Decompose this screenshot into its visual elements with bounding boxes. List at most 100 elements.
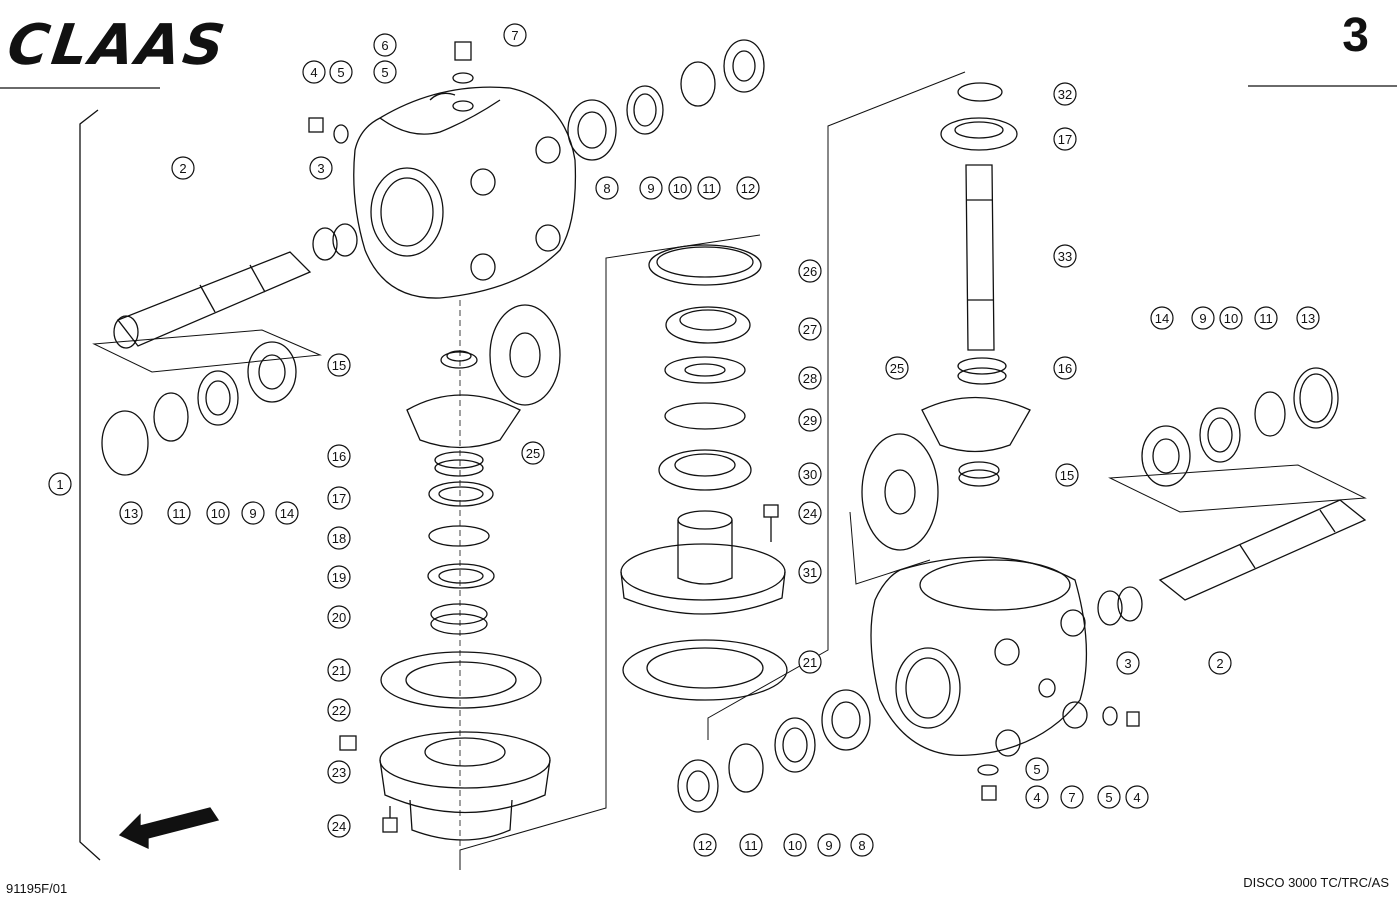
callout-label: 31: [803, 565, 817, 580]
callout-c-4b: 4: [1025, 785, 1049, 809]
callout-label: 4: [1133, 790, 1140, 805]
callout-circle: [595, 176, 619, 200]
callout-circle: [327, 353, 351, 377]
shaft-group-bracket-right: [1108, 464, 1367, 513]
column-divider-left: [459, 234, 761, 870]
callout-c-15b: 15: [1055, 463, 1079, 487]
callout-label: 8: [858, 838, 865, 853]
callout-c-14a: 14: [275, 501, 299, 525]
callout-label: 24: [803, 506, 817, 521]
callout-circle: [171, 156, 195, 180]
bearing-8-top: [567, 99, 617, 161]
callout-label: 24: [332, 819, 346, 834]
callout-circle: [1053, 82, 1077, 106]
callout-c-7a: 7: [503, 23, 527, 47]
callout-label: 33: [1058, 249, 1072, 264]
callout-c-20: 20: [327, 605, 351, 629]
callout-label: 27: [803, 322, 817, 337]
callout-circle: [798, 462, 822, 486]
callout-c-12a: 12: [736, 176, 760, 200]
callout-c-6: 6: [373, 33, 397, 57]
callout-label: 7: [511, 28, 518, 43]
callout-c-16a: 16: [327, 444, 351, 468]
callout-c-9d: 9: [817, 833, 841, 857]
callout-label: 25: [526, 446, 540, 461]
callout-circle: [1116, 651, 1140, 675]
bolt-24-left: [382, 806, 398, 833]
shaft-33: [965, 164, 995, 351]
callout-circle: [850, 833, 874, 857]
page-number: 3: [1342, 9, 1369, 62]
callout-circle: [1053, 127, 1077, 151]
callout-label: 20: [332, 610, 346, 625]
circlip-18: [428, 525, 490, 547]
shaft-group-bracket-left: [92, 329, 322, 373]
nut-15-left: [440, 350, 478, 369]
callout-label: 11: [1259, 311, 1273, 326]
callout-c-17a: 17: [327, 486, 351, 510]
callout-c-11d: 11: [739, 833, 763, 857]
circlip-11-right: [1254, 391, 1286, 437]
callout-circle: [327, 444, 351, 468]
callout-label: 2: [179, 161, 186, 176]
ring-10-9-left: [197, 370, 239, 426]
callout-circle: [309, 156, 333, 180]
callout-c-24a: 24: [327, 814, 351, 838]
callout-c-10b: 10: [206, 501, 230, 525]
callout-label: 28: [803, 371, 817, 386]
seal-12-bottom: [677, 759, 719, 813]
callout-c-25a: 25: [521, 441, 545, 465]
callout-c-26: 26: [798, 259, 822, 283]
callout-circle: [1053, 356, 1077, 380]
callout-label: 19: [332, 570, 346, 585]
callout-label: 16: [1058, 361, 1072, 376]
seal-12-top: [723, 39, 765, 93]
callout-c-7b: 7: [1060, 785, 1084, 809]
callout-circle: [798, 408, 822, 432]
drawing-reference: 91195F/01: [6, 881, 68, 896]
callout-circle: [1097, 785, 1121, 809]
callout-c-17b: 17: [1053, 127, 1077, 151]
callout-label: 29: [803, 413, 817, 428]
shim-16-right: [957, 357, 1007, 385]
callout-label: 17: [1058, 132, 1072, 147]
callout-label: 11: [172, 506, 186, 521]
plug-4-and-washer-5-left: [308, 117, 349, 144]
circlip-11-bottom: [728, 743, 764, 793]
callout-label: 15: [332, 358, 346, 373]
callout-circle: [327, 814, 351, 838]
callout-label: 16: [332, 449, 346, 464]
callout-label: 4: [1033, 790, 1040, 805]
callout-label: 9: [249, 506, 256, 521]
callout-c-4a: 4: [302, 60, 326, 84]
callout-c-5c: 5: [1025, 757, 1049, 781]
bevel-gear-25-right: [861, 396, 1031, 551]
callout-circle: [798, 259, 822, 283]
callout-circle: [1025, 785, 1049, 809]
bolt-24-center: [763, 504, 779, 542]
callout-label: 10: [673, 181, 687, 196]
callout-label: 14: [1155, 311, 1169, 326]
callout-circle: [1191, 306, 1215, 330]
callout-label: 3: [1124, 656, 1131, 671]
callout-c-12b: 12: [693, 833, 717, 857]
bearing-27: [665, 306, 751, 344]
gearbox-housing-right: [870, 556, 1088, 757]
callout-circle: [327, 698, 351, 722]
callout-circle: [1055, 463, 1079, 487]
callout-circle: [327, 760, 351, 784]
bearing-17-left: [428, 481, 494, 507]
circlip-11-left: [153, 392, 189, 442]
callout-c-2a: 2: [171, 156, 195, 180]
callout-c-4c: 4: [1125, 785, 1149, 809]
bearing-14-left: [247, 341, 297, 403]
callout-circle: [668, 176, 692, 200]
washer-28: [664, 356, 746, 384]
callout-c-11c: 11: [1254, 306, 1278, 330]
model-name: DISCO 3000 TC/TRC/AS: [1243, 875, 1389, 890]
callout-c-11b: 11: [167, 501, 191, 525]
callout-circle: [817, 833, 841, 857]
callout-label: 5: [1033, 762, 1040, 777]
assembly-bracket: [79, 109, 101, 861]
